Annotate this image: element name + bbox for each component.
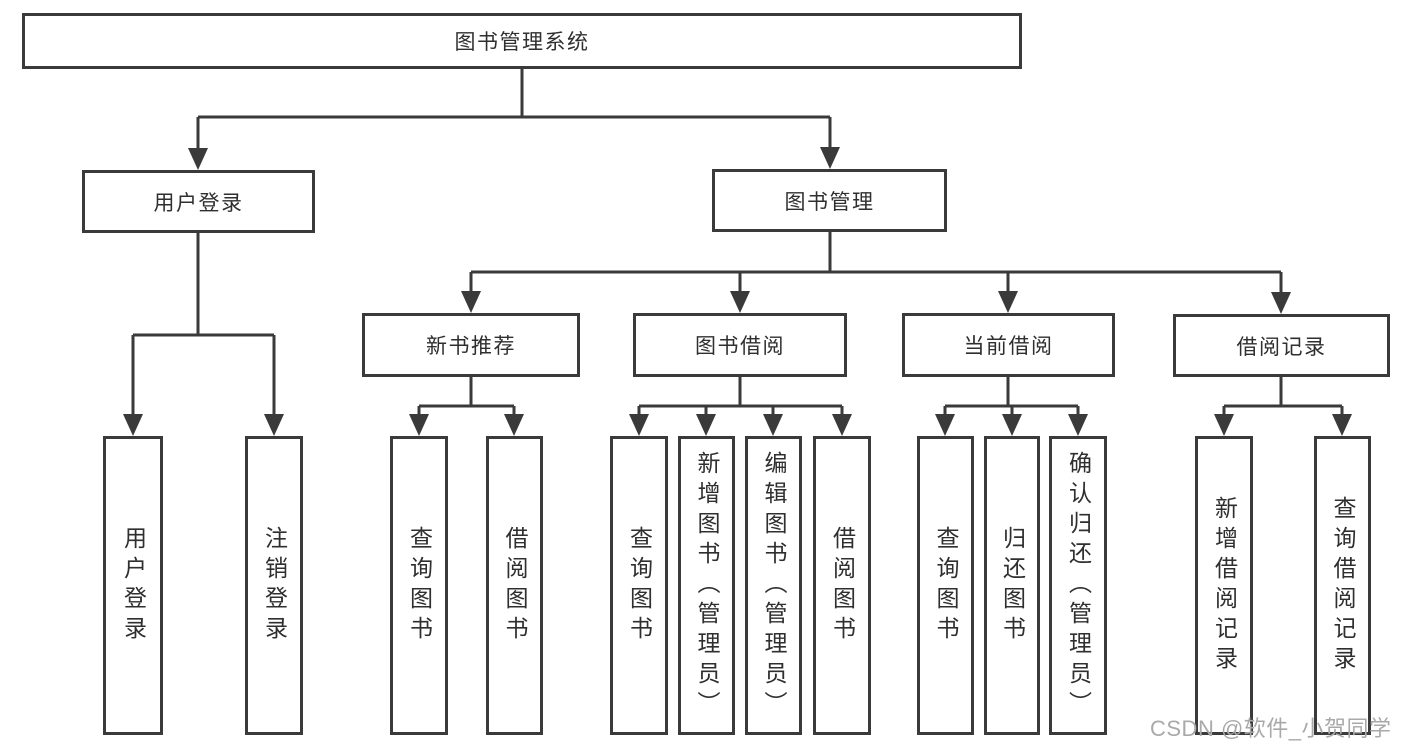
leaf-return-books: 归还图书 [984,436,1040,735]
node-new-book-recommend: 新书推荐 [362,313,580,377]
leaf-logout: 注销登录 [245,436,303,735]
node-label: 用户登录 [153,191,244,215]
node-borrowing-records: 借阅记录 [1173,314,1390,377]
node-user-login-group: 用户登录 [82,170,315,233]
leaf-query-books-3: 查询图书 [917,436,974,735]
node-label: 注销登录 [261,525,288,646]
leaf-query-books-2: 查询图书 [610,436,668,735]
leaf-confirm-return-admin: 确认归还（管理员） [1049,436,1107,735]
node-label: 确认归还（管理员） [1065,450,1092,721]
node-label: 图书管理 [784,190,875,214]
node-label: 新增图书（管理员） [694,450,720,721]
leaf-user-login: 用户登录 [103,436,163,735]
leaf-query-books-1: 查询图书 [390,436,448,735]
node-label: 查询借阅记录 [1330,495,1356,676]
node-label: 图书管理系统 [454,31,590,54]
node-label: 用户登录 [120,525,147,646]
leaf-edit-books-admin: 编辑图书（管理员） [745,436,802,735]
node-label: 新书推荐 [426,335,516,358]
node-label: 查询图书 [626,525,653,646]
node-label: 查询图书 [933,525,959,646]
node-label: 借阅图书 [502,525,528,646]
leaf-borrow-books-1: 借阅图书 [486,436,543,735]
node-label: 图书借阅 [695,335,785,358]
node-book-borrowing: 图书借阅 [633,313,847,377]
node-label: 新增借阅记录 [1211,495,1238,676]
node-book-management-group: 图书管理 [712,169,947,232]
node-label: 查询图书 [406,525,433,646]
node-label: 借阅图书 [829,525,856,646]
node-label: 归还图书 [999,525,1026,646]
node-label: 借阅记录 [1236,335,1327,359]
node-library-management-system: 图书管理系统 [22,13,1022,69]
leaf-query-borrow-record: 查询借阅记录 [1314,436,1371,735]
node-current-borrowing: 当前借阅 [902,313,1115,377]
node-label: 当前借阅 [963,335,1054,358]
leaf-add-borrow-record: 新增借阅记录 [1195,436,1253,735]
leaf-borrow-books-2: 借阅图书 [813,436,871,735]
node-label: 编辑图书（管理员） [761,450,787,721]
csdn-watermark: CSDN @软件_小贺同学 [1150,716,1392,741]
leaf-add-books-admin: 新增图书（管理员） [678,436,735,735]
